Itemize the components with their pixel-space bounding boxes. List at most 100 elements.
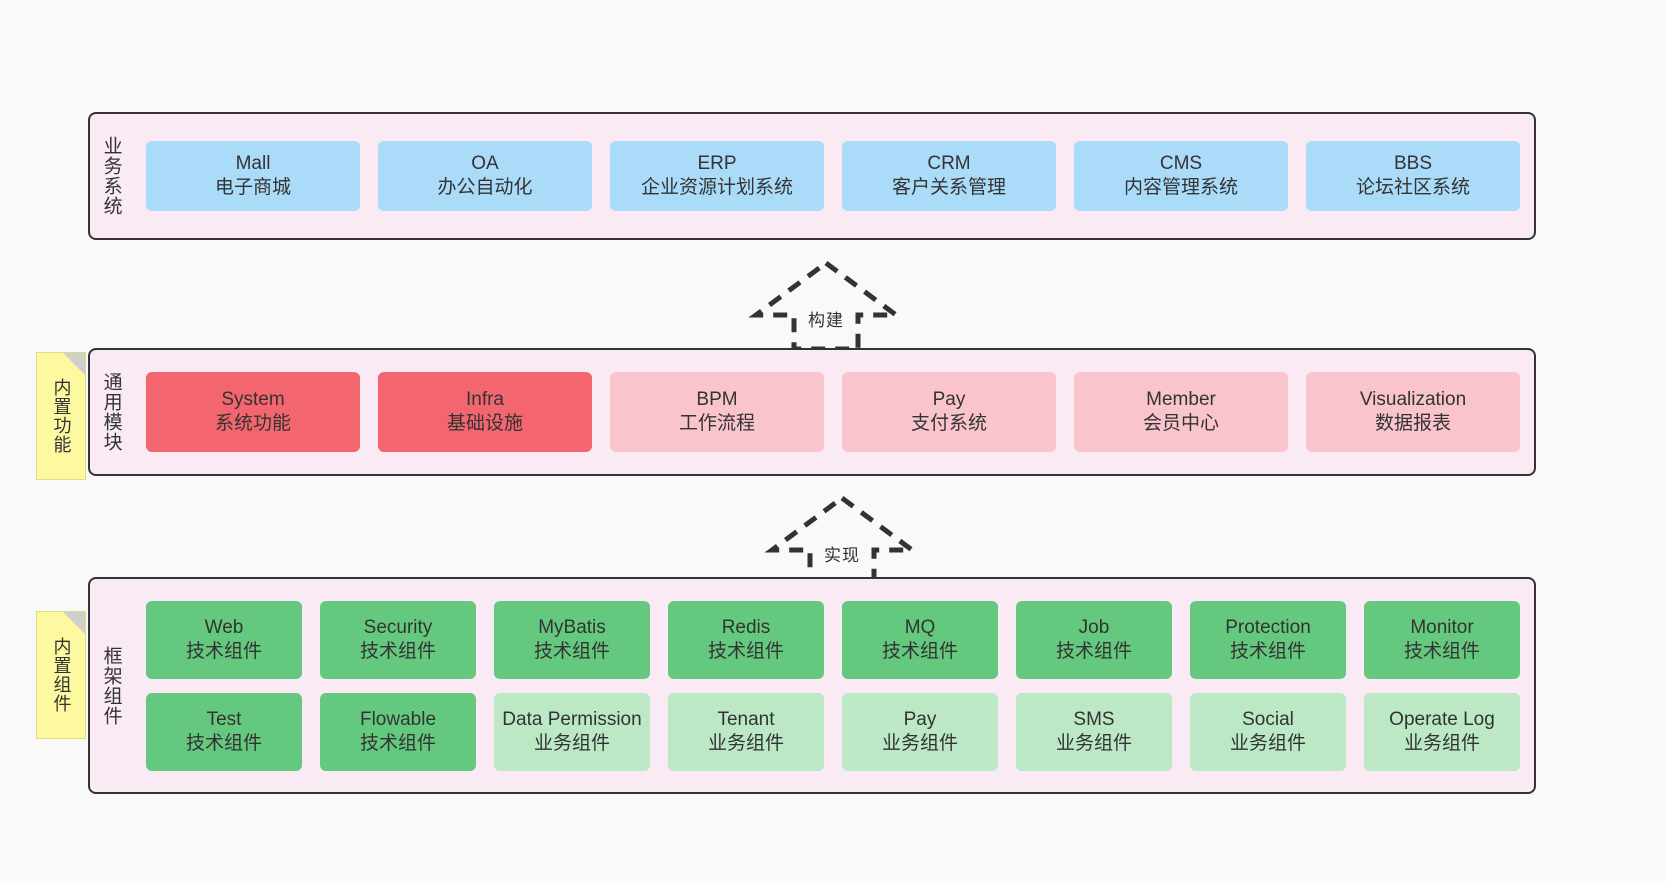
layer-title-common-modules: 通用模块 bbox=[100, 372, 122, 452]
node-title: Data Permission bbox=[502, 708, 642, 730]
node-subtitle: 业务组件 bbox=[533, 732, 610, 754]
node-subtitle: 业务组件 bbox=[881, 732, 958, 754]
node-test[interactable]: Test 技术组件 bbox=[146, 692, 302, 771]
node-title: System bbox=[221, 389, 285, 411]
node-subtitle: 技术组件 bbox=[707, 640, 784, 662]
node-title: Security bbox=[363, 616, 433, 638]
arrow-outline-icon bbox=[748, 259, 904, 352]
node-title: Protection bbox=[1225, 616, 1311, 638]
node-subtitle: 业务组件 bbox=[1229, 732, 1306, 754]
arrow-label: 构建 bbox=[808, 311, 844, 330]
node-monitor[interactable]: Monitor 技术组件 bbox=[1364, 600, 1520, 679]
node-subtitle: 支付系统 bbox=[910, 413, 987, 434]
node-pay-component[interactable]: Pay 业务组件 bbox=[842, 692, 998, 771]
node-subtitle: 技术组件 bbox=[1229, 640, 1306, 662]
node-subtitle: 系统功能 bbox=[214, 413, 291, 434]
node-subtitle: 技术组件 bbox=[185, 732, 262, 754]
node-social[interactable]: Social 业务组件 bbox=[1190, 692, 1346, 771]
node-subtitle: 技术组件 bbox=[359, 640, 436, 662]
node-title: Pay bbox=[903, 708, 937, 730]
layer-business-system[interactable]: 业务系统 Mall 电子商城 OA 办公自动化 ERP 企业资源计划系统 CRM… bbox=[88, 112, 1536, 240]
node-subtitle: 技术组件 bbox=[1055, 640, 1132, 662]
node-title: Job bbox=[1078, 616, 1110, 638]
node-mybatis[interactable]: MyBatis 技术组件 bbox=[494, 600, 650, 679]
node-title: Redis bbox=[721, 616, 771, 638]
node-data-permission[interactable]: Data Permission 业务组件 bbox=[494, 692, 650, 771]
node-title: BPM bbox=[696, 389, 738, 411]
node-tenant[interactable]: Tenant 业务组件 bbox=[668, 692, 824, 771]
node-title: Web bbox=[204, 616, 244, 638]
node-bpm[interactable]: BPM 工作流程 bbox=[610, 372, 824, 452]
node-mq[interactable]: MQ 技术组件 bbox=[842, 600, 998, 679]
node-subtitle: 内容管理系统 bbox=[1123, 177, 1238, 198]
node-system[interactable]: System 系统功能 bbox=[146, 372, 360, 452]
node-title: ERP bbox=[697, 153, 737, 175]
node-row: Test 技术组件 Flowable 技术组件 Data Permission … bbox=[146, 692, 1520, 771]
note-builtin-function: 内置功能 bbox=[36, 352, 86, 480]
node-title: Tenant bbox=[717, 708, 775, 730]
node-cms[interactable]: CMS 内容管理系统 bbox=[1074, 141, 1288, 211]
node-redis[interactable]: Redis 技术组件 bbox=[668, 600, 824, 679]
node-web[interactable]: Web 技术组件 bbox=[146, 600, 302, 679]
arrow-realize: 实现 bbox=[762, 492, 922, 588]
node-subtitle: 电子商城 bbox=[214, 177, 291, 198]
node-title: Flowable bbox=[359, 708, 437, 730]
node-title: Operate Log bbox=[1389, 708, 1495, 730]
node-pay-module[interactable]: Pay 支付系统 bbox=[842, 372, 1056, 452]
node-subtitle: 技术组件 bbox=[359, 732, 436, 754]
node-bbs[interactable]: BBS 论坛社区系统 bbox=[1306, 141, 1520, 211]
arrow-outline-icon bbox=[764, 494, 920, 587]
node-oa[interactable]: OA 办公自动化 bbox=[378, 141, 592, 211]
node-subtitle: 技术组件 bbox=[1403, 640, 1480, 662]
node-infra[interactable]: Infra 基础设施 bbox=[378, 372, 592, 452]
node-protection[interactable]: Protection 技术组件 bbox=[1190, 600, 1346, 679]
layer-framework-components[interactable]: 框架组件 Web 技术组件 Security 技术组件 MyBatis 技术组件… bbox=[88, 577, 1536, 794]
node-member[interactable]: Member 会员中心 bbox=[1074, 372, 1288, 452]
node-row: Mall 电子商城 OA 办公自动化 ERP 企业资源计划系统 CRM 客户关系… bbox=[146, 141, 1520, 211]
node-erp[interactable]: ERP 企业资源计划系统 bbox=[610, 141, 824, 211]
node-row: System 系统功能 Infra 基础设施 BPM 工作流程 Pay 支付系统… bbox=[146, 372, 1520, 452]
layer-title-business-system: 业务系统 bbox=[100, 136, 122, 216]
layer-common-modules[interactable]: 通用模块 System 系统功能 Infra 基础设施 BPM 工作流程 Pay… bbox=[88, 348, 1536, 476]
node-subtitle: 办公自动化 bbox=[437, 177, 533, 198]
node-sms[interactable]: SMS 业务组件 bbox=[1016, 692, 1172, 771]
node-title: Visualization bbox=[1359, 389, 1467, 411]
node-visualization[interactable]: Visualization 数据报表 bbox=[1306, 372, 1520, 452]
node-subtitle: 论坛社区系统 bbox=[1355, 177, 1470, 198]
node-title: Social bbox=[1242, 708, 1294, 730]
node-title: BBS bbox=[1393, 153, 1433, 175]
layer-title-framework-components: 框架组件 bbox=[100, 645, 122, 726]
node-title: OA bbox=[471, 153, 499, 175]
node-subtitle: 数据报表 bbox=[1374, 413, 1451, 434]
node-title: SMS bbox=[1073, 708, 1115, 730]
note-text: 内置组件 bbox=[51, 637, 72, 713]
node-title: MyBatis bbox=[538, 616, 606, 638]
node-subtitle: 工作流程 bbox=[678, 413, 755, 434]
node-crm[interactable]: CRM 客户关系管理 bbox=[842, 141, 1056, 211]
node-security[interactable]: Security 技术组件 bbox=[320, 600, 476, 679]
node-subtitle: 客户关系管理 bbox=[891, 177, 1006, 198]
node-operate-log[interactable]: Operate Log 业务组件 bbox=[1364, 692, 1520, 771]
node-title: MQ bbox=[904, 616, 936, 638]
layer-body-common-modules: System 系统功能 Infra 基础设施 BPM 工作流程 Pay 支付系统… bbox=[132, 350, 1534, 474]
node-subtitle: 企业资源计划系统 bbox=[640, 177, 793, 198]
node-subtitle: 技术组件 bbox=[881, 640, 958, 662]
arrow-label: 实现 bbox=[824, 546, 860, 565]
layer-body-framework-components: Web 技术组件 Security 技术组件 MyBatis 技术组件 Redi… bbox=[132, 579, 1534, 792]
node-subtitle: 业务组件 bbox=[1403, 732, 1480, 754]
node-job[interactable]: Job 技术组件 bbox=[1016, 600, 1172, 679]
node-subtitle: 业务组件 bbox=[707, 732, 784, 754]
note-text: 内置功能 bbox=[51, 378, 72, 454]
node-subtitle: 会员中心 bbox=[1142, 413, 1219, 434]
node-title: CMS bbox=[1159, 153, 1203, 175]
arrow-build: 构建 bbox=[746, 257, 906, 353]
node-title: Monitor bbox=[1410, 616, 1474, 638]
node-subtitle: 基础设施 bbox=[446, 413, 523, 434]
node-title: CRM bbox=[927, 153, 971, 175]
node-title: Infra bbox=[465, 389, 505, 411]
node-flowable[interactable]: Flowable 技术组件 bbox=[320, 692, 476, 771]
node-mall[interactable]: Mall 电子商城 bbox=[146, 141, 360, 211]
note-builtin-component: 内置组件 bbox=[36, 611, 86, 739]
node-subtitle: 技术组件 bbox=[185, 640, 262, 662]
